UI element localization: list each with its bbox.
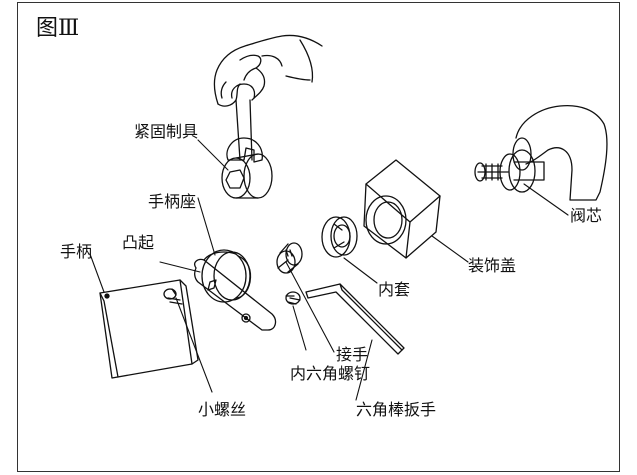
label-handle: 手柄	[60, 242, 93, 261]
label-boss: 凸起	[122, 233, 155, 252]
label-small-screw: 小螺丝	[198, 400, 247, 419]
label-decorative-cover: 装饰盖	[468, 256, 517, 275]
label-tightening-tool: 紧固制具	[134, 122, 199, 141]
label-valve-core: 阀芯	[570, 206, 603, 225]
label-handle-base: 手柄座	[148, 192, 197, 211]
valve-core-icon	[475, 106, 607, 200]
small-screw-icon	[164, 289, 182, 304]
decorative-cover-icon	[364, 160, 440, 258]
handle-icon	[100, 280, 198, 378]
hex-wrench-icon	[306, 284, 404, 354]
connector-icon	[277, 243, 302, 273]
tightening-fixture-icon	[222, 154, 272, 198]
handle-base-icon	[195, 250, 276, 330]
figure-frame	[17, 2, 620, 472]
label-connector: 接手	[336, 345, 369, 364]
figure-title: 图Ⅲ	[36, 16, 80, 41]
wrench-icon	[227, 84, 262, 162]
label-hex-screw: 内六角螺钉	[290, 364, 371, 383]
inner-sleeve-icon	[322, 217, 357, 257]
label-inner-sleeve: 内套	[378, 280, 411, 299]
hand-icon	[214, 35, 322, 106]
leader-lines	[90, 140, 568, 400]
label-hex-wrench: 六角棒扳手	[356, 400, 437, 419]
hex-screw-icon	[286, 292, 300, 304]
